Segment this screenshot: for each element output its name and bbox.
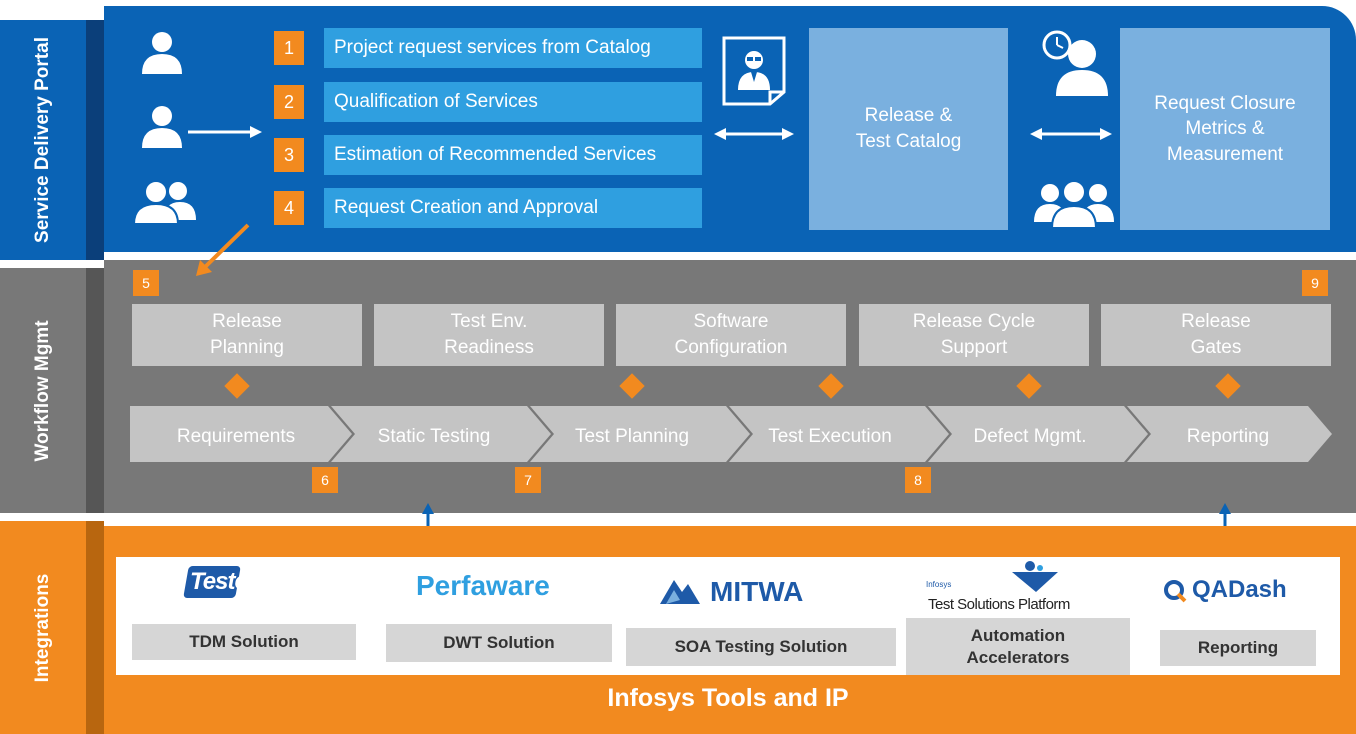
mitwa-logo: MITWA	[658, 574, 838, 610]
connector-arrow	[196, 223, 250, 276]
workflow-box-software-config: Software Configuration	[616, 304, 846, 366]
perfaware-logo: Perfaware	[416, 570, 550, 601]
request-step: Estimation of Recommended Services	[324, 135, 702, 175]
release-test-catalog: Release & Test Catalog	[809, 28, 1008, 230]
step-number: 9	[1302, 270, 1328, 296]
request-closure-metrics: Request Closure Metrics & Measurement	[1120, 28, 1330, 230]
chevron-label: Static Testing	[377, 426, 491, 447]
side-tab-workflow-label: Workflow Mgmt	[32, 319, 53, 462]
chevron-reporting	[1127, 406, 1332, 462]
chevron-test-execution	[729, 406, 949, 462]
group-icon	[134, 180, 196, 224]
chevron-label: Requirements	[176, 426, 296, 447]
chevron-label: Test Execution	[768, 426, 892, 447]
tool-label-soa: SOA Testing Solution	[626, 628, 896, 666]
chevron-requirements	[130, 406, 352, 462]
request-step: Qualification of Services	[324, 82, 702, 122]
workflow-band	[104, 260, 1356, 513]
mitwa-logo-mark	[660, 580, 700, 604]
tool-label-dwt: DWT Solution	[386, 624, 612, 662]
step-number: 2	[274, 85, 304, 119]
qadash-logo-mark	[1164, 580, 1187, 603]
chevron-label: Defect Mgmt.	[973, 426, 1087, 447]
clock-person-icon	[1042, 30, 1108, 96]
profile-card-icon	[722, 36, 786, 106]
side-tab-workflow: Workflow Mgmt	[0, 268, 104, 513]
double-arrow-icon	[1030, 128, 1112, 140]
step-number: 6	[312, 467, 338, 493]
person-icon	[142, 32, 182, 74]
chevron-label: Test Planning	[574, 426, 690, 447]
request-step: Project request services from Catalog	[324, 28, 702, 68]
test-solutions-platform-logo: Infosys Test Solutions Platform	[922, 558, 1122, 616]
workflow-box-release-cycle: Release Cycle Support	[859, 304, 1089, 366]
step-number: 4	[274, 191, 304, 225]
chevron-test-planning	[530, 406, 750, 462]
step-number: 3	[274, 138, 304, 172]
workflow-box-test-env: Test Env. Readiness	[374, 304, 604, 366]
group-icon	[1034, 180, 1114, 228]
integrations-footer-title: Infosys Tools and IP	[607, 684, 849, 712]
tool-label-tdm: TDM Solution	[132, 624, 356, 660]
platform-logo-mark	[1012, 561, 1058, 592]
person-icon	[142, 106, 182, 148]
double-arrow-icon	[714, 128, 794, 140]
step-number: 8	[905, 467, 931, 493]
workflow-box-release-planning: Release Planning	[132, 304, 362, 366]
chevron-label: Reporting	[1186, 426, 1270, 447]
request-step: Request Creation and Approval	[324, 188, 702, 228]
step-number: 7	[515, 467, 541, 493]
step-number: 5	[133, 270, 159, 296]
step-number: 1	[274, 31, 304, 65]
qadash-logo: QADash	[1162, 574, 1332, 608]
tool-label-automation: Automation Accelerators	[906, 618, 1130, 675]
testeward-logo: Testeward	[183, 566, 316, 600]
chevron-static-testing	[331, 406, 551, 462]
tool-label-reporting: Reporting	[1160, 630, 1316, 666]
side-tab-integrations-label: Integrations	[32, 573, 53, 682]
side-tab-portal: Service Delivery Portal	[0, 20, 104, 260]
side-tab-integrations: Integrations	[0, 521, 104, 734]
chevron-defect-mgmt	[928, 406, 1148, 462]
side-tab-portal-label: Service Delivery Portal	[32, 37, 53, 243]
right-arrow-icon	[188, 126, 262, 138]
process-chevrons	[130, 406, 1332, 462]
workflow-box-release-gates: Release Gates	[1101, 304, 1331, 366]
